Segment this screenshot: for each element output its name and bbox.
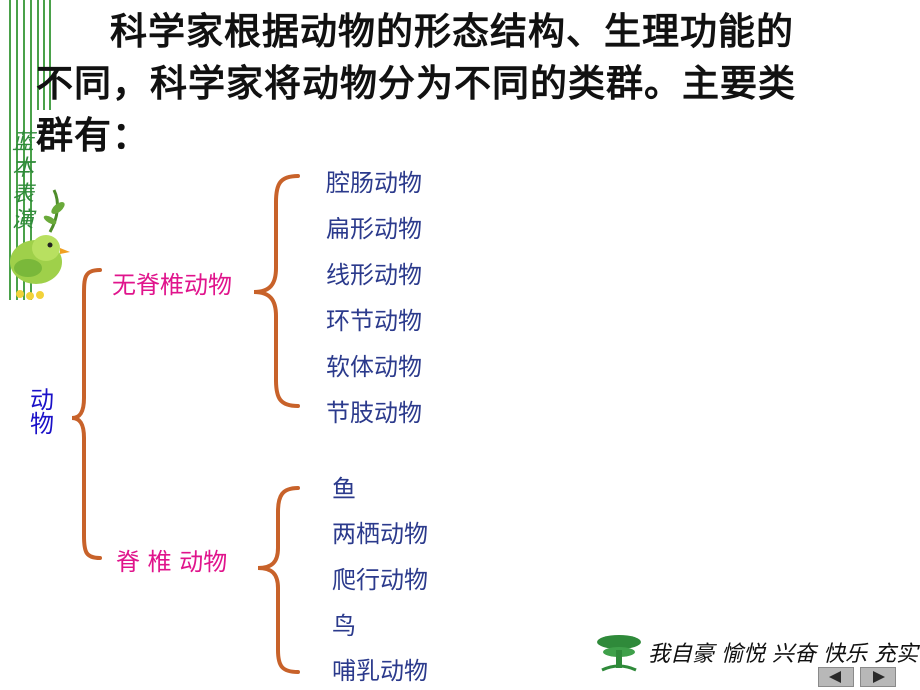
leaf-item: 鸟 xyxy=(332,612,356,640)
leaf-item: 爬行动物 xyxy=(332,566,428,594)
leaf-item: 鱼 xyxy=(332,475,356,503)
leaf-item: 节肢动物 xyxy=(326,399,422,427)
leaf-item: 哺乳动物 xyxy=(332,657,428,685)
footer-motto: 我自豪 愉悦 兴奋 快乐 充实 xyxy=(648,642,918,667)
intro-paragraph: 科学家根据动物的形态结构、生理功能的不同，科学家将动物分为不同的类群。主要类群有… xyxy=(36,10,796,157)
next-slide-button[interactable] xyxy=(860,667,896,687)
next-arrow-icon xyxy=(873,671,885,683)
side-logo-text: 蓝本表演 xyxy=(12,130,35,233)
leaf-item: 腔肠动物 xyxy=(326,169,422,197)
leaf-item: 两栖动物 xyxy=(332,520,428,548)
leaf-item: 软体动物 xyxy=(326,353,422,381)
leaf-item: 扁形动物 xyxy=(326,215,422,243)
root-node-animals: 动物 xyxy=(30,386,54,438)
leaf-item: 环节动物 xyxy=(326,307,422,335)
bird-mascot-icon xyxy=(10,189,70,300)
prev-arrow-icon xyxy=(829,671,841,683)
leaf-item: 线形动物 xyxy=(326,261,422,289)
category-invertebrates: 无脊椎动物 xyxy=(112,271,232,299)
category-vertebrates: 脊 椎 动物 xyxy=(116,548,228,576)
tree-logo-icon xyxy=(597,635,641,672)
prev-slide-button[interactable] xyxy=(818,667,854,687)
